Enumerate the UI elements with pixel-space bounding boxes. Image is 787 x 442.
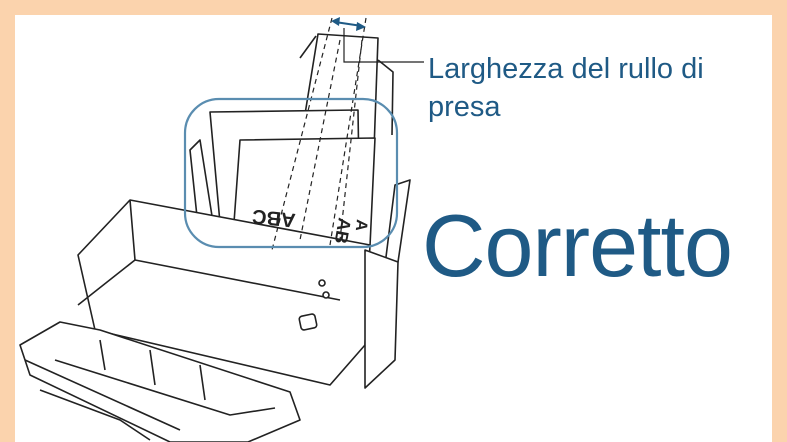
feed-guide-dash-right [329, 17, 367, 246]
output-tray [19, 321, 301, 442]
pick-roller-highlight [183, 97, 399, 249]
frame-band-right [772, 0, 787, 442]
callout-leader [343, 28, 424, 63]
feed-guide-dash-mid-left [299, 39, 341, 241]
frame-band-left [0, 0, 15, 442]
paper-text-a: A [352, 219, 370, 233]
scanner-side [364, 249, 399, 389]
feed-guide-dash-mid-right [339, 39, 363, 241]
indicator-light-1 [318, 279, 326, 287]
roller-width-caption: Larghezza del rullo di presa [428, 53, 704, 123]
feed-guide-dash-left [271, 17, 333, 251]
control-button [298, 313, 318, 331]
frame-band-top [0, 0, 787, 15]
indicator-light-2 [322, 291, 330, 299]
paper-text-abc: ABC [251, 204, 296, 230]
verdict-label: Corretto [422, 196, 733, 295]
paper-text-ab: AB [331, 216, 355, 245]
